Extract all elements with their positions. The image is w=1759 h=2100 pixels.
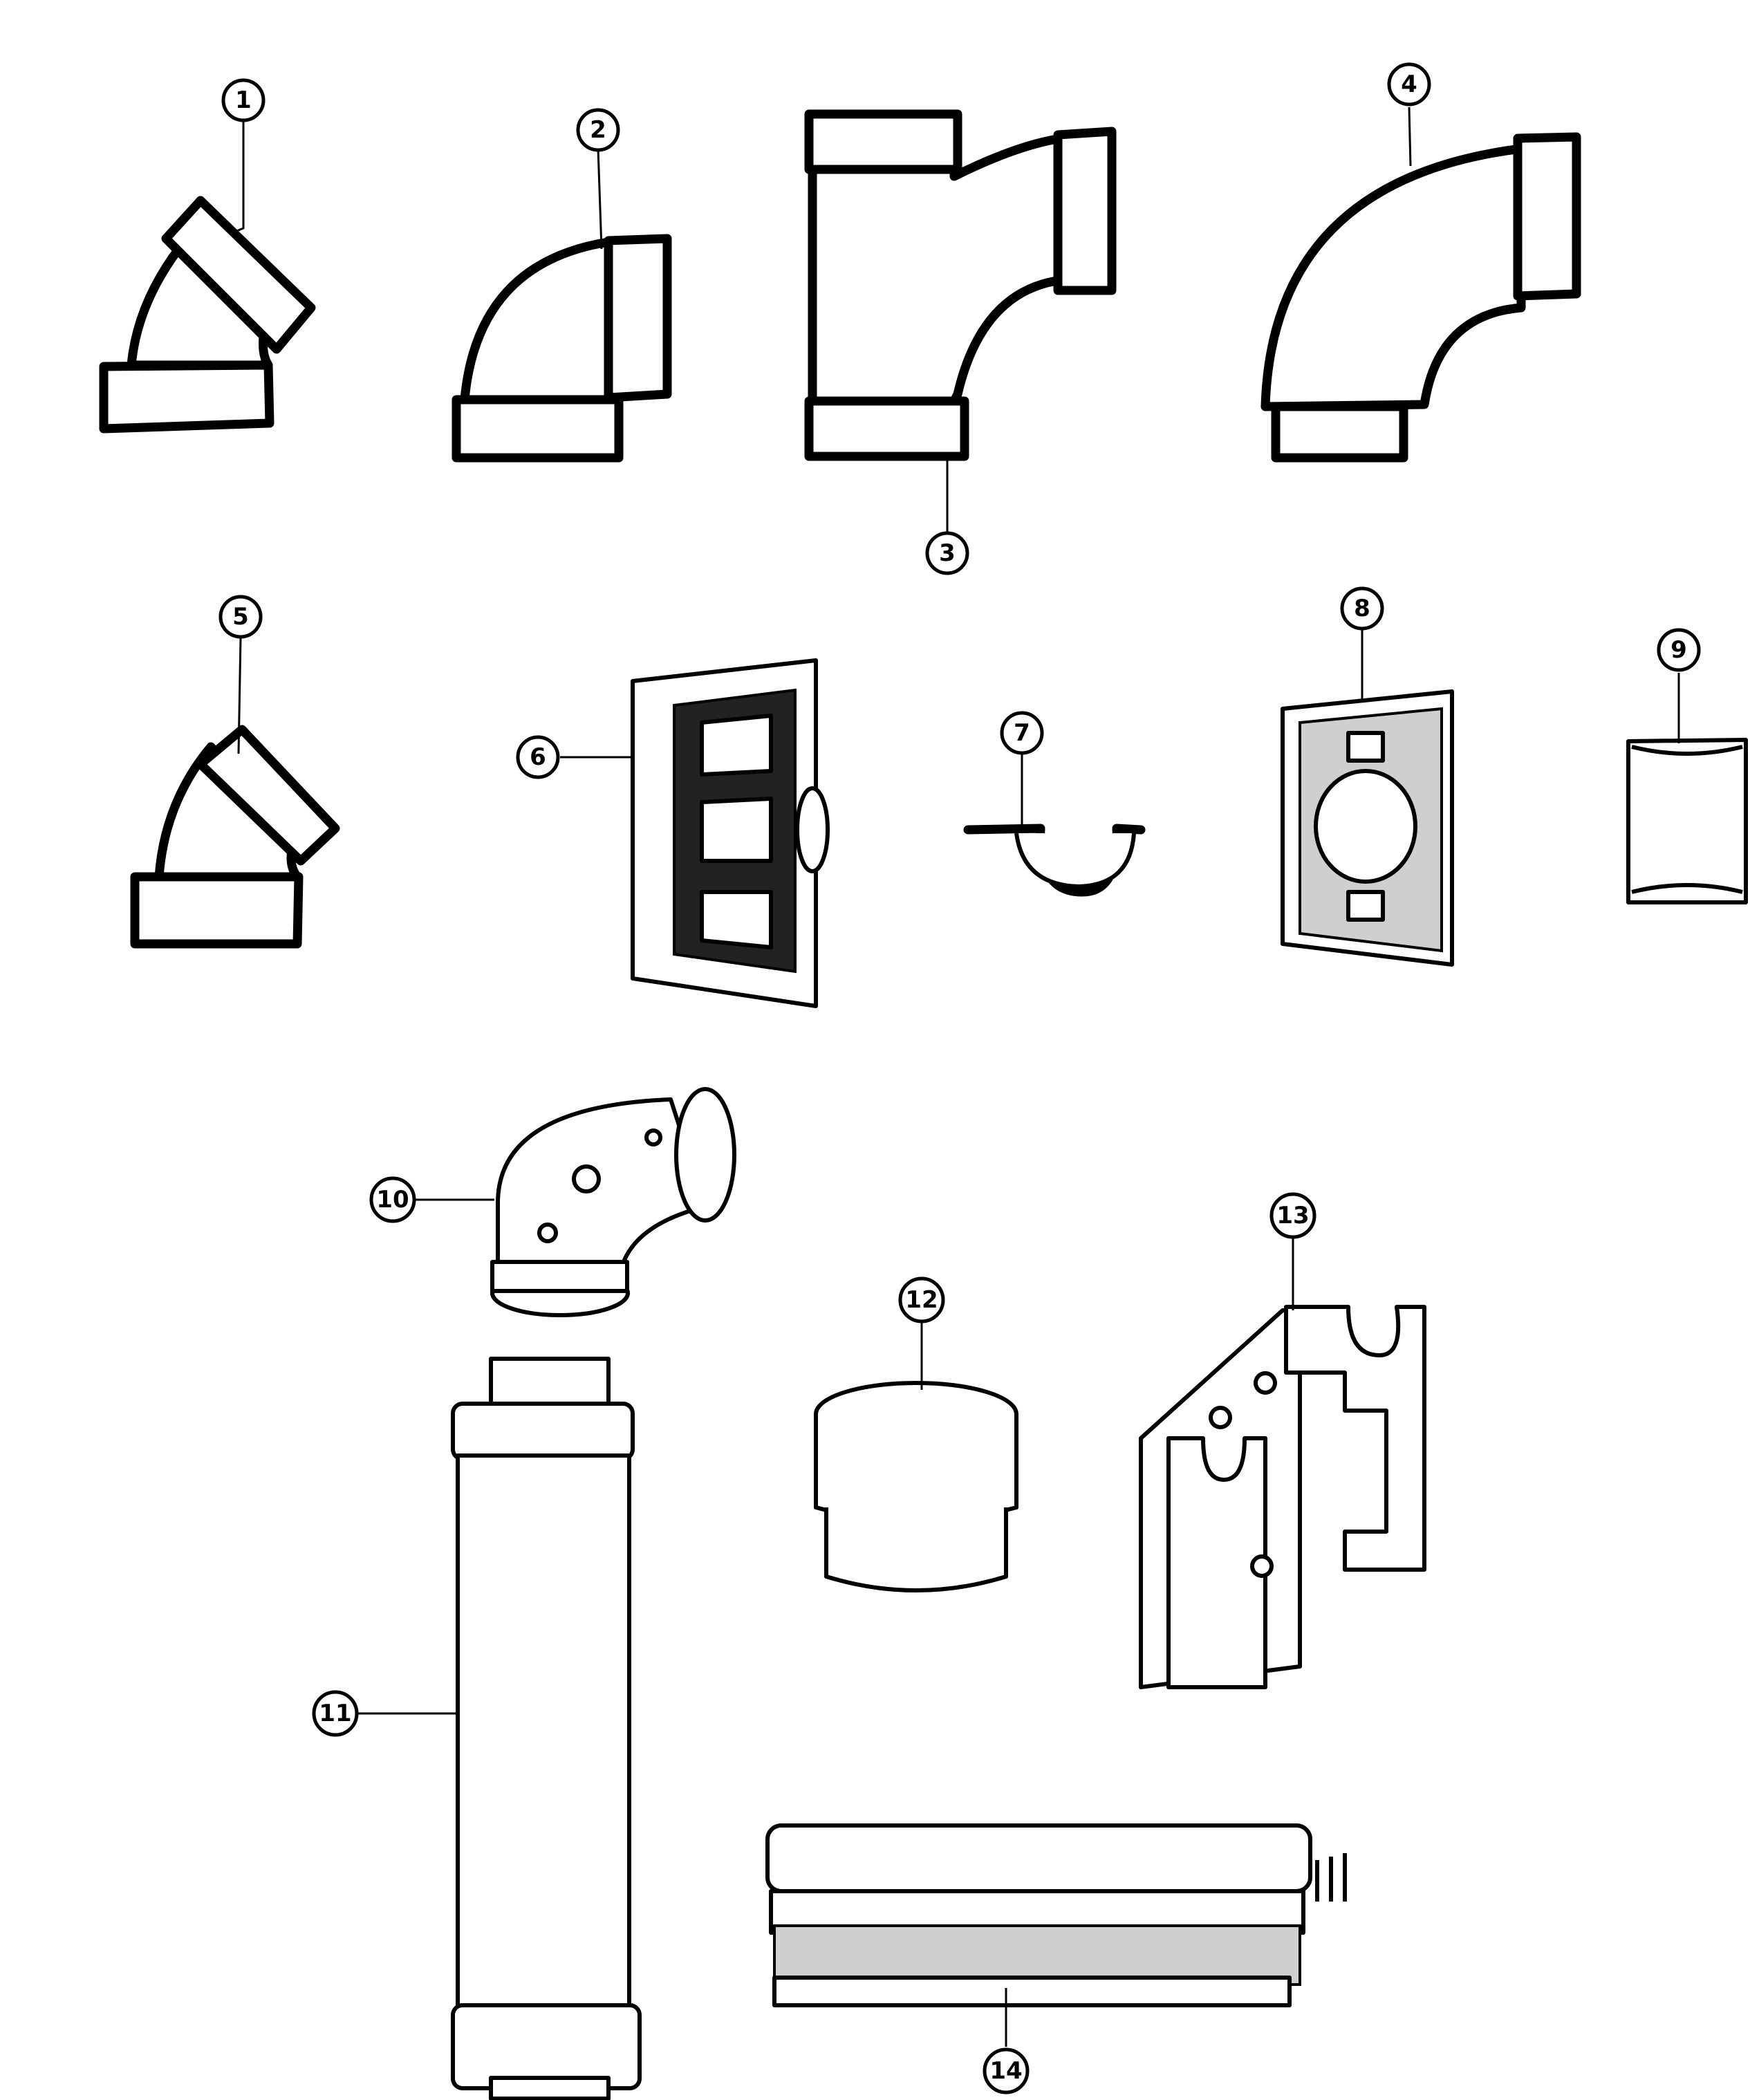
part-5-elbow-45	[130, 725, 340, 949]
callout-5: 5	[218, 595, 263, 639]
callout-8: 8	[1340, 586, 1384, 631]
part-1-elbow-45	[99, 196, 316, 434]
callout-13-label: 13	[1276, 1202, 1309, 1229]
callout-3: 3	[925, 531, 969, 575]
callout-9: 9	[1657, 628, 1701, 672]
part-3-sanitary-tee	[804, 109, 1117, 461]
callout-13: 13	[1269, 1192, 1316, 1239]
callout-2: 2	[576, 108, 620, 152]
leader-lines	[234, 106, 1680, 2047]
leader-2	[597, 148, 603, 250]
part-9-cover	[1626, 738, 1748, 904]
callout-1-label: 1	[235, 86, 252, 114]
part-10-vented-elbow	[490, 1087, 736, 1317]
part-8-inlet-plate	[1281, 689, 1454, 967]
part-6-wall-plate	[631, 658, 830, 1008]
callout-10-label: 10	[376, 1186, 409, 1214]
callout-2-label: 2	[590, 116, 606, 144]
callout-1: 1	[221, 78, 266, 122]
callout-11-label: 11	[319, 1700, 351, 1727]
callout-6-label: 6	[530, 743, 546, 771]
callout-7: 7	[1000, 711, 1044, 755]
part-4-long-sweep-elbow	[1260, 132, 1581, 463]
callout-8-label: 8	[1354, 595, 1370, 622]
callout-9-label: 9	[1670, 636, 1687, 664]
leader-4	[1408, 106, 1412, 167]
leader-5	[237, 637, 242, 754]
callout-12: 12	[898, 1276, 945, 1323]
callout-7-label: 7	[1014, 719, 1030, 747]
part-13-bracket	[1139, 1305, 1426, 1689]
callout-3-label: 3	[939, 539, 956, 567]
callout-5-label: 5	[232, 603, 249, 631]
part-12-coupling	[814, 1381, 1018, 1592]
callout-4: 4	[1387, 62, 1431, 106]
callout-6: 6	[516, 735, 560, 779]
callout-12-label: 12	[905, 1286, 938, 1314]
callout-10: 10	[369, 1176, 416, 1223]
callout-14-label: 14	[989, 2057, 1022, 2085]
callout-4-label: 4	[1401, 71, 1417, 98]
part-14-hose-hanger	[765, 1823, 1347, 2007]
leader-1	[234, 121, 245, 233]
part-11-muffler	[451, 1357, 642, 2100]
callout-14: 14	[983, 2047, 1030, 2094]
part-7-pipe-strap	[963, 824, 1146, 897]
part-2-elbow-90	[452, 234, 672, 463]
callout-11: 11	[312, 1690, 359, 1737]
